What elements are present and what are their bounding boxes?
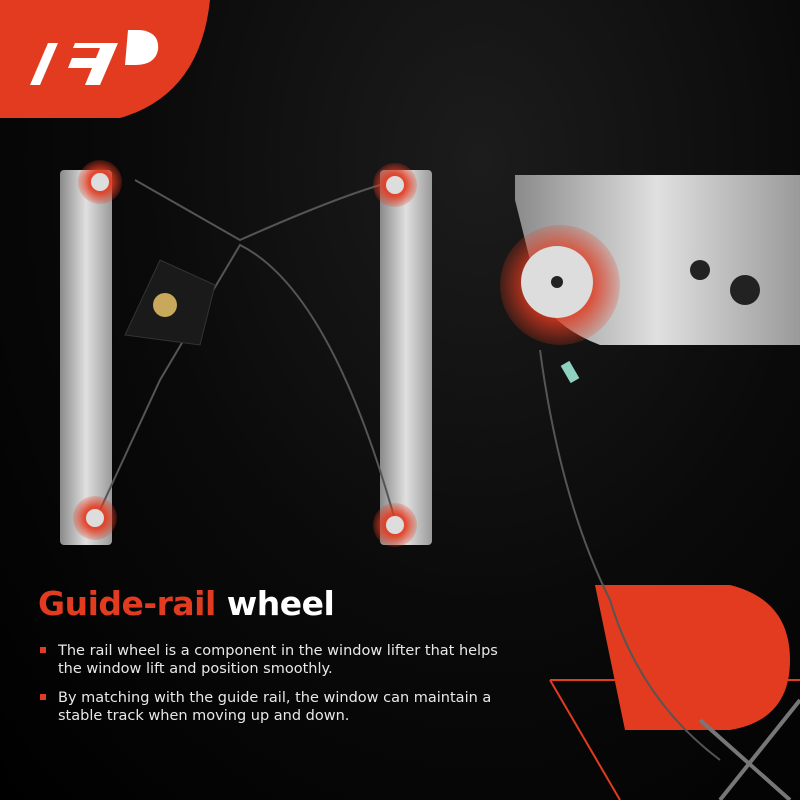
highlighted-wheels — [73, 160, 417, 547]
headline: Guide-rail wheel — [38, 584, 335, 623]
feature-list: The rail wheel is a component in the win… — [38, 642, 498, 736]
right-rail — [380, 170, 432, 545]
list-item: The rail wheel is a component in the win… — [38, 642, 498, 678]
brand-logo — [0, 0, 210, 118]
left-rail — [60, 170, 112, 545]
bullet-icon — [40, 694, 46, 700]
headline-rest: wheel — [226, 584, 335, 623]
bullet-text: By matching with the guide rail, the win… — [58, 690, 492, 724]
bullet-icon — [40, 647, 46, 653]
cables — [99, 179, 721, 761]
list-item: By matching with the guide rail, the win… — [38, 689, 498, 725]
decor-shape — [595, 585, 790, 730]
gear — [153, 293, 177, 317]
bullet-text: The rail wheel is a component in the win… — [58, 643, 498, 677]
headline-accent: Guide-rail — [38, 584, 216, 623]
